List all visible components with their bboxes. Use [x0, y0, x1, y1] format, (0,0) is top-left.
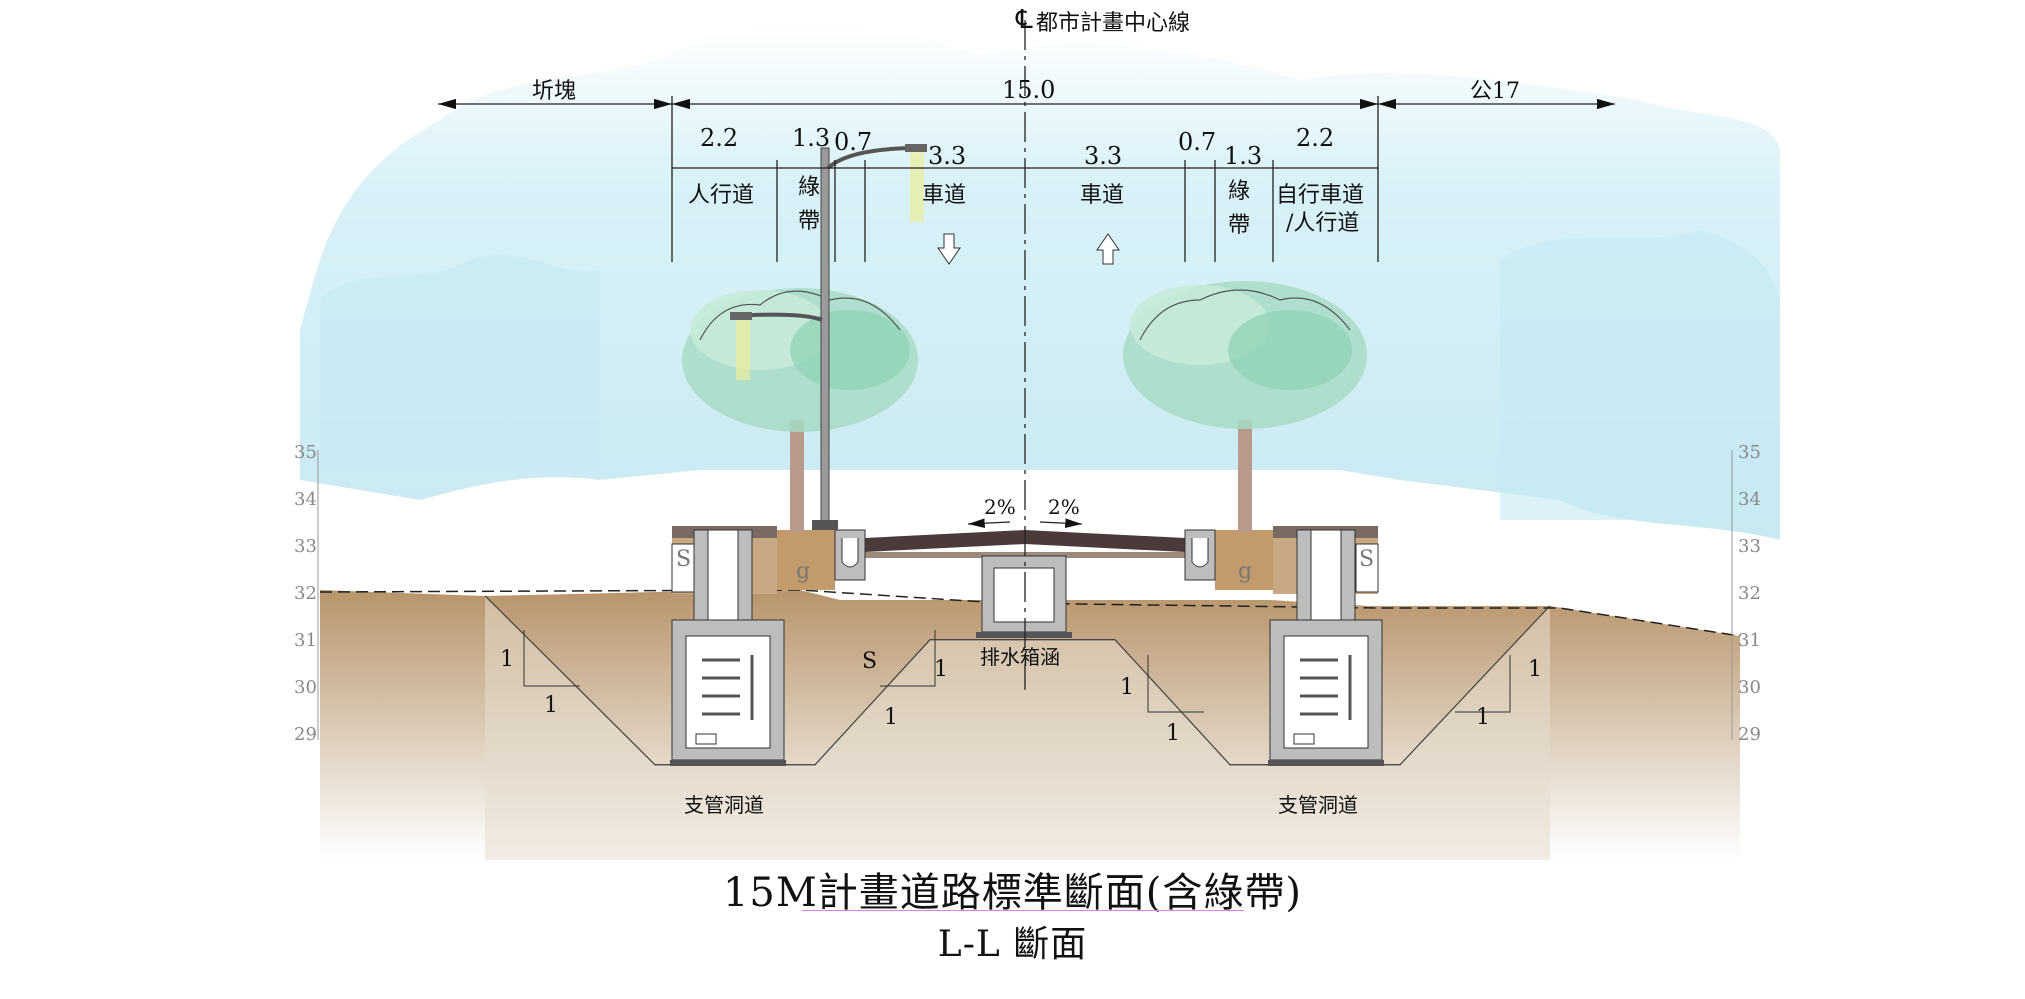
slope-1f: 1	[1166, 721, 1180, 746]
dim-green-right: 1.3	[1224, 142, 1262, 170]
right-boundary-label: 公17	[1470, 79, 1520, 104]
service-box-left	[671, 543, 695, 593]
elev-right-35: 35	[1738, 442, 1761, 463]
elev-left-34: 34	[294, 489, 317, 510]
mark-g-left: g	[796, 559, 810, 584]
elev-left-31: 31	[294, 630, 317, 651]
elev-right-31: 31	[1738, 630, 1761, 651]
slope-1g: 1	[1528, 657, 1542, 682]
sky-wash	[300, 24, 1780, 540]
title-underline	[802, 910, 1244, 911]
elev-right-32: 32	[1738, 583, 1761, 604]
dim-lane-right: 3.3	[1084, 142, 1122, 170]
label-bike-1: 自行車道	[1276, 183, 1364, 208]
centerline-symbol: ℄	[1015, 5, 1033, 35]
dim-green-left: 1.3	[792, 124, 830, 152]
branch-tunnel-left-label: 支管洞道	[684, 793, 764, 817]
slope-1h: 1	[1476, 705, 1490, 730]
slope-1a: 1	[500, 647, 514, 672]
label-lane-right: 車道	[1080, 183, 1124, 208]
branch-tunnel-left	[670, 529, 786, 766]
lane-arrow-up-icon	[1096, 233, 1120, 265]
elev-left-35: 35	[294, 442, 317, 463]
trench-fill	[485, 596, 1550, 860]
green-belt-left	[777, 530, 835, 590]
drainage-box-culvert	[976, 555, 1072, 638]
label-lane-left: 車道	[922, 183, 966, 208]
elev-left-33: 33	[294, 536, 317, 557]
street-lamp	[730, 144, 927, 530]
label-green-right-1: 綠	[1228, 179, 1250, 204]
label-green-right-2: 帶	[1228, 213, 1250, 238]
elevation-scale-right: 35 34 33 32 31 30 29	[1738, 442, 1761, 745]
slope-1c: 1	[934, 657, 948, 682]
branch-tunnel-right	[1268, 529, 1384, 766]
elev-left-32: 32	[294, 583, 317, 604]
elev-left-30: 30	[294, 677, 317, 698]
mark-g-right: g	[1238, 559, 1252, 584]
tree-left	[682, 288, 918, 532]
tree-right	[1123, 281, 1367, 532]
slope-1d: 1	[884, 705, 898, 730]
section-label: L-L 斷面	[937, 924, 1088, 965]
elev-right-33: 33	[1738, 536, 1761, 557]
dim-gap-left: 0.7	[834, 128, 872, 156]
label-green-left-2: 帶	[798, 209, 820, 234]
gutter-left	[834, 529, 866, 581]
label-sidewalk: 人行道	[688, 183, 754, 208]
dim-gap-right: 0.7	[1178, 128, 1216, 156]
crossfall-left: 2%	[984, 495, 1016, 519]
gutter-right	[1184, 529, 1216, 581]
slope-indicators	[523, 630, 1511, 713]
elev-right-30: 30	[1738, 677, 1761, 698]
dim-sidewalk-left: 2.2	[700, 124, 738, 152]
service-box-right	[1355, 543, 1379, 593]
centerline-label: 都市計畫中心線	[1036, 11, 1190, 36]
left-boundary-label: 圻塊	[532, 79, 576, 104]
slope-1e: 1	[1120, 675, 1134, 700]
slope-1b: 1	[544, 693, 558, 718]
branch-tunnel-right-label: 支管洞道	[1278, 793, 1358, 817]
drawing-title: 15M計畫道路標準斷面(含綠帶)	[722, 870, 1303, 916]
crossfall-arrows	[967, 518, 1083, 528]
mark-s-trench: S	[862, 649, 877, 674]
dim-lane-left: 3.3	[928, 142, 966, 170]
label-bike-2: /人行道	[1286, 211, 1359, 236]
dimension-lines	[438, 96, 1615, 262]
dim-bike-right: 2.2	[1296, 124, 1334, 152]
elev-left-29: 29	[294, 724, 317, 745]
green-belt-right	[1215, 530, 1273, 590]
label-green-left-1: 綠	[798, 175, 820, 200]
total-width-label: 15.0	[1002, 76, 1055, 104]
mark-s-left: S	[676, 547, 691, 572]
elevation-scale-left: 35 34 33 32 31 30 29	[294, 442, 317, 745]
lane-arrow-down-icon	[937, 233, 961, 265]
elevation-ticks	[317, 450, 1733, 740]
box-culvert-label: 排水箱涵	[980, 645, 1060, 669]
elev-right-34: 34	[1738, 489, 1761, 510]
mark-s-right: S	[1359, 547, 1374, 572]
elev-right-29: 29	[1738, 724, 1761, 745]
crossfall-right: 2%	[1048, 495, 1080, 519]
